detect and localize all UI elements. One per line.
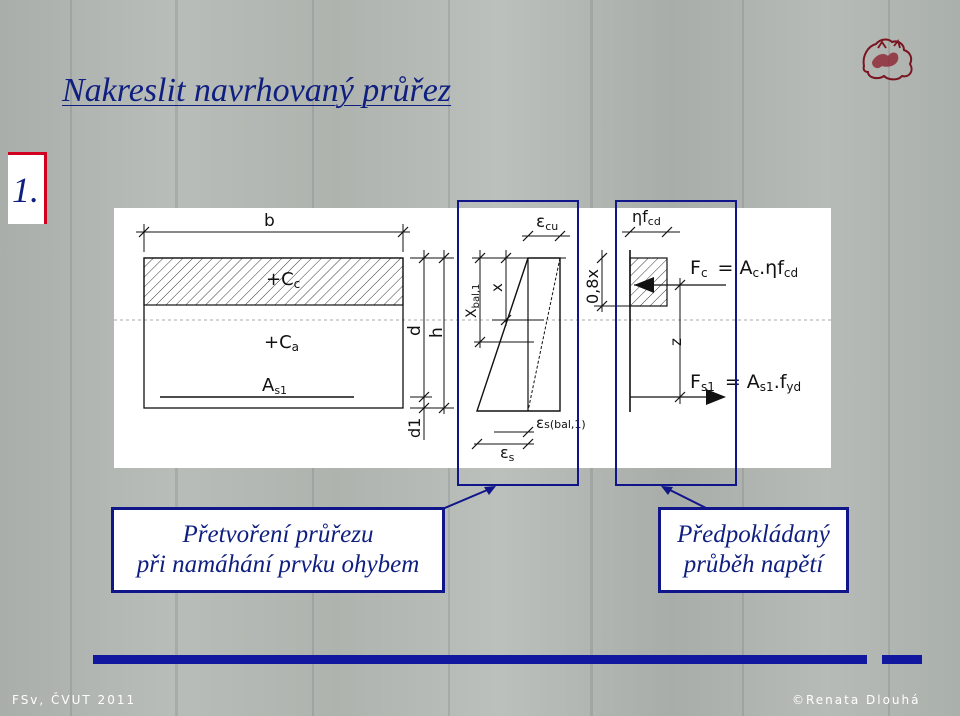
label-08x: 0,8x <box>583 269 602 304</box>
stress-fcd-tick-left <box>624 226 636 238</box>
strain-diagram-balanced-diag <box>527 257 561 412</box>
strain-s-tick-right <box>522 438 534 450</box>
z-tick-top <box>674 279 686 291</box>
step-number-box: 1. <box>8 152 47 224</box>
dim-b-tick-right <box>397 226 409 238</box>
label-fs1-equation: Fs1= As1.fyd <box>690 371 801 394</box>
label-eps-s: εs <box>500 443 515 464</box>
caption-strain-line1: Přetvoření průřezu <box>182 521 374 548</box>
footer-bar-left <box>93 655 867 664</box>
slide-title: Nakreslit navrhovaný průřez <box>62 72 452 109</box>
strain-cu-tick-right <box>554 230 566 242</box>
strain-sbal-tick <box>522 426 534 438</box>
stress-highlight-frame <box>615 200 737 486</box>
footer-right: ©Renata Dlouhá <box>792 693 921 707</box>
strain-xbal-tick-top <box>474 252 486 264</box>
footer-bar-right <box>882 655 922 664</box>
label-h: h <box>427 327 447 338</box>
section-outline <box>143 257 404 409</box>
label-fc-equation: Fc= Ac.ηfcd <box>690 257 798 280</box>
caption-strain-line2: při namáhání prvku ohybem <box>136 551 420 578</box>
fs1-arrowhead <box>706 389 726 405</box>
label-d1: d1 <box>405 418 424 438</box>
label-eps-cu: εcu <box>536 212 558 233</box>
connector-right-head <box>661 486 673 495</box>
caption-stress-line1: Předpokládaný <box>677 521 830 548</box>
compression-zone-hatch <box>143 257 404 306</box>
label-eps-s-bal: εs(bal,1) <box>536 414 586 432</box>
strain-diagram-actual <box>476 257 561 412</box>
strain-highlight-frame <box>457 200 579 486</box>
label-xbal: Xbal,1 <box>464 284 482 318</box>
cross-section-diagram: b +Cc +Ca As1 d h d1 Xbal,1 x <box>114 208 831 464</box>
caption-strain: Přetvoření průřezu při namáhání prvku oh… <box>111 507 445 593</box>
strain-cu-tick-left <box>522 230 534 242</box>
label-b: b <box>264 211 275 231</box>
stress-fcd-tick-right <box>661 226 673 238</box>
diagram-panel: b +Cc +Ca As1 d h d1 Xbal,1 x <box>114 208 831 468</box>
strain-x-tick-top <box>500 252 512 264</box>
label-ca: +Ca <box>264 332 299 354</box>
label-eta-fcd: ηfcd <box>632 208 661 228</box>
caption-stress-line2: průběh napětí <box>683 551 824 578</box>
connector-left <box>439 487 493 511</box>
connector-right <box>665 487 711 511</box>
dim-08x-tick-top <box>596 252 608 264</box>
step-number: 1. <box>12 170 39 210</box>
dim-d-tick-top <box>418 252 430 264</box>
label-d: d <box>405 325 425 336</box>
university-lion-logo-icon <box>858 36 916 86</box>
label-x: x <box>488 283 506 292</box>
dim-h-tick-top <box>438 252 450 264</box>
dim-h-tick-bottom <box>438 402 450 414</box>
z-tick-bottom <box>674 391 686 403</box>
strain-s-tick-left <box>471 438 483 450</box>
dim-b-tick-left <box>138 226 150 238</box>
caption-stress: Předpokládaný průběh napětí <box>658 507 849 593</box>
footer-left: FSv, ČVUT 2011 <box>12 693 137 707</box>
label-z: z <box>667 338 685 346</box>
connector-left-head <box>484 486 496 495</box>
dim-d1-tick <box>418 402 430 414</box>
label-cc: +Cc <box>266 269 300 291</box>
label-as1: As1 <box>262 375 287 397</box>
